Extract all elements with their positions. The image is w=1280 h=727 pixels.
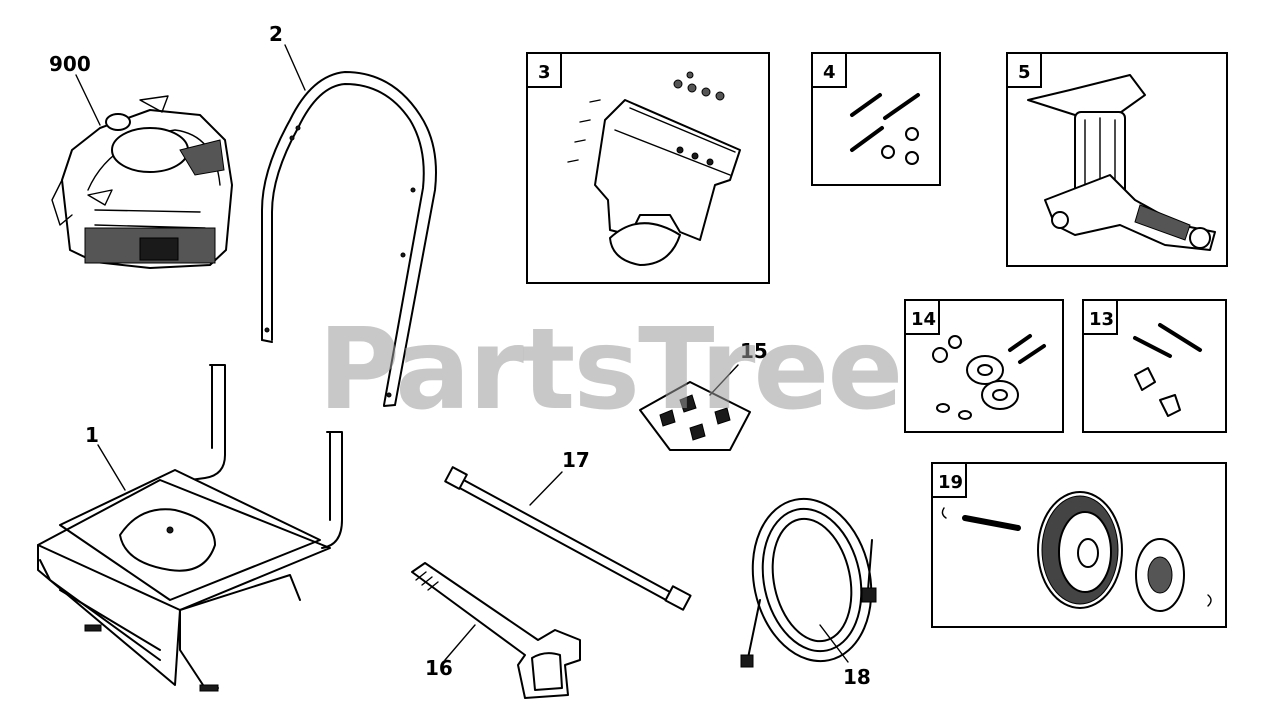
leader-900 — [75, 74, 101, 126]
callout-1: 1 — [85, 423, 99, 447]
box-5-pump[interactable]: 5 — [1006, 52, 1228, 267]
part-900-engine[interactable] — [51, 95, 233, 269]
part-18-hose[interactable] — [738, 488, 886, 673]
box-13-axle-hardware[interactable]: 13 — [1082, 299, 1227, 433]
callout-5: 5 — [1018, 62, 1031, 83]
leader-17 — [529, 471, 563, 506]
callout-18: 18 — [843, 665, 871, 689]
leader-18 — [819, 624, 849, 663]
callout-15: 15 — [740, 339, 768, 363]
box-3-bracket-kit[interactable]: 3 — [526, 52, 770, 284]
box-19-wheel-assembly[interactable]: 19 — [931, 462, 1227, 628]
callout-2: 2 — [269, 22, 283, 46]
box-14-wheel-hardware[interactable]: 14 — [904, 299, 1064, 433]
callout-16: 16 — [425, 656, 453, 680]
watermark: PartsTree — [318, 305, 901, 435]
callout-14: 14 — [911, 309, 936, 330]
callout-19: 19 — [938, 472, 963, 493]
leader-1 — [97, 444, 126, 491]
part-15-nozzle-kit[interactable] — [639, 381, 751, 451]
leader-16 — [444, 624, 476, 661]
callout-13: 13 — [1089, 309, 1114, 330]
leader-15 — [709, 364, 739, 396]
part-1-frame[interactable] — [37, 364, 343, 692]
part-17-wand[interactable] — [444, 466, 692, 611]
callout-3: 3 — [538, 62, 551, 83]
callout-4: 4 — [823, 62, 836, 83]
leader-2 — [284, 44, 306, 91]
callout-900: 900 — [49, 52, 91, 76]
callout-17: 17 — [562, 448, 590, 472]
box-4-hardware-kit[interactable]: 4 — [811, 52, 941, 186]
part-2-handle[interactable] — [261, 71, 437, 407]
part-16-spray-gun[interactable] — [411, 562, 581, 699]
